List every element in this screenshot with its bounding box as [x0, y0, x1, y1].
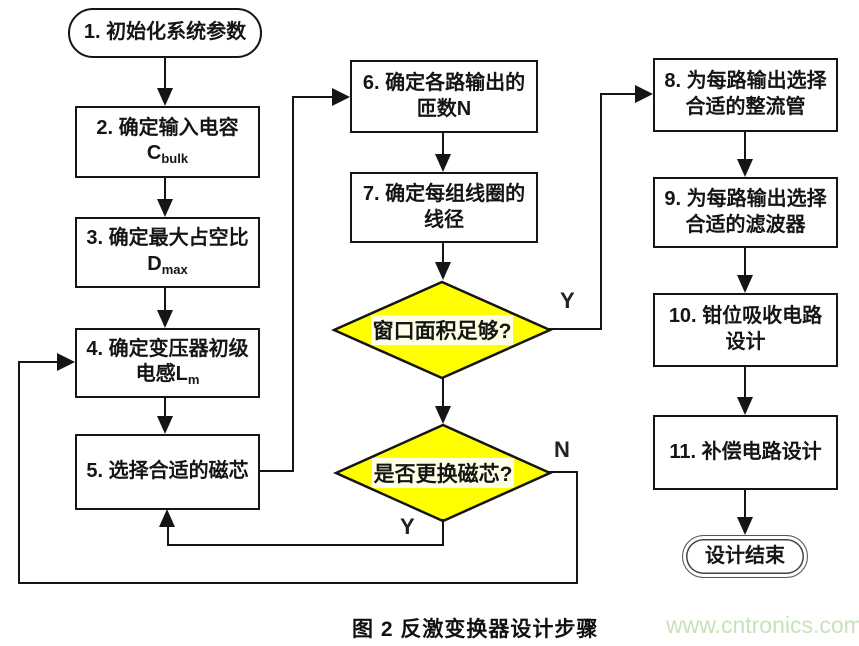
step5-line1: 5. 选择合适的磁芯 — [86, 460, 249, 483]
flow-line — [18, 361, 58, 363]
flow-line — [744, 367, 746, 399]
start-label: 1. 初始化系统参数 — [83, 21, 247, 44]
flow-line — [744, 248, 746, 277]
step3-symbol: Dmax — [147, 252, 188, 277]
step3-line1: 3. 确定最大占空比 — [86, 227, 249, 250]
flow-line — [744, 132, 746, 161]
flow-line — [442, 377, 444, 408]
arrowhead-down — [157, 199, 173, 217]
arrowhead-down — [737, 159, 753, 177]
arrowhead-down — [157, 310, 173, 328]
process-step-4: 4. 确定变压器初级 电感Lm — [75, 328, 260, 398]
flow-line — [167, 527, 169, 545]
step10-line1: 10. 钳位吸收电路 — [668, 305, 823, 328]
flow-line — [18, 361, 20, 584]
flow-line — [442, 133, 444, 156]
flow-line — [260, 470, 294, 472]
process-step-3: 3. 确定最大占空比 Dmax — [75, 217, 260, 288]
flow-line — [164, 288, 166, 312]
step11-line1: 11. 补偿电路设计 — [669, 440, 822, 463]
decision2-label-wrap: 是否更换磁芯? — [333, 423, 553, 523]
arrowhead-down — [435, 406, 451, 424]
decision2-label: 是否更换磁芯? — [371, 458, 515, 488]
step6-line2: 匝数N — [416, 97, 472, 120]
step9-line1: 9. 为每路输出选择 — [664, 187, 827, 210]
process-step-6: 6. 确定各路输出的 匝数N — [350, 60, 538, 133]
arrowhead-down — [737, 275, 753, 293]
branch-label-no: N — [554, 437, 570, 462]
step3-subscript: max — [161, 261, 188, 277]
process-step-10: 10. 钳位吸收电路 设计 — [653, 293, 838, 367]
step2-symbol: Cbulk — [146, 142, 189, 167]
decision-window-area: 窗口面积足够? — [331, 280, 553, 380]
branch-label-yes: Y — [400, 514, 415, 539]
arrowhead-up — [159, 509, 175, 527]
step6-line1: 6. 确定各路输出的 — [362, 71, 526, 94]
process-step-2: 2. 确定输入电容 Cbulk — [75, 106, 260, 178]
end-label: 设计结束 — [705, 544, 785, 567]
flow-line — [164, 58, 166, 90]
flow-line — [744, 490, 746, 519]
process-step-5: 5. 选择合适的磁芯 — [75, 434, 260, 510]
arrowhead-right — [635, 85, 653, 103]
arrowhead-right — [57, 353, 75, 371]
branch-label-yes: Y — [560, 288, 575, 313]
step9-line2: 合适的滤波器 — [685, 213, 806, 236]
flow-line — [600, 93, 637, 95]
flow-line — [164, 178, 166, 201]
arrowhead-down — [435, 262, 451, 280]
step7-line1: 7. 确定每组线圈的 — [362, 182, 526, 205]
flow-line — [292, 96, 334, 98]
flow-line — [600, 93, 602, 330]
decision-change-core: 是否更换磁芯? — [333, 423, 553, 523]
arrowhead-down — [737, 397, 753, 415]
decision1-label-wrap: 窗口面积足够? — [331, 280, 553, 380]
arrowhead-down — [157, 88, 173, 106]
flow-line — [167, 544, 444, 546]
arrowhead-down — [737, 517, 753, 535]
arrowhead-right — [332, 88, 350, 106]
step2-line1: 2. 确定输入电容 — [96, 116, 239, 139]
flow-line — [549, 328, 602, 330]
flow-line — [549, 471, 578, 473]
figure-caption: 图 2 反激变换器设计步骤 — [352, 618, 599, 641]
start-terminal: 1. 初始化系统参数 — [68, 8, 262, 58]
watermark-text: www.cntronics.com — [666, 612, 859, 638]
step2-subscript: bulk — [161, 151, 189, 167]
process-step-8: 8. 为每路输出选择 合适的整流管 — [653, 58, 838, 132]
step4-line1: 4. 确定变压器初级 — [86, 337, 249, 360]
flow-line — [442, 519, 444, 546]
end-terminal: 设计结束 — [682, 535, 808, 578]
decision1-label: 窗口面积足够? — [370, 315, 514, 345]
process-step-9: 9. 为每路输出选择 合适的滤波器 — [653, 177, 838, 248]
flow-line — [442, 243, 444, 264]
flow-line — [576, 471, 578, 584]
step7-line2: 线径 — [424, 208, 464, 231]
step8-line1: 8. 为每路输出选择 — [664, 70, 827, 93]
flow-line — [164, 398, 166, 418]
process-step-11: 11. 补偿电路设计 — [653, 415, 838, 490]
step4-symbol: 电感Lm — [135, 363, 200, 388]
flow-line — [292, 96, 294, 472]
step10-line2: 设计 — [725, 331, 766, 353]
flow-line — [18, 582, 578, 584]
step4-subscript: m — [187, 372, 200, 388]
arrowhead-down — [435, 154, 451, 172]
step8-line2: 合适的整流管 — [685, 96, 806, 118]
process-step-7: 7. 确定每组线圈的 线径 — [350, 172, 538, 243]
arrowhead-down — [157, 416, 173, 434]
